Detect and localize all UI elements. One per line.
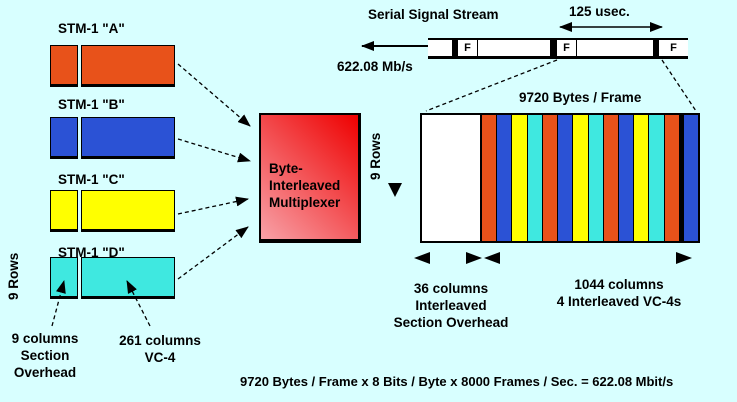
stm1-b-label: STM-1 "B"	[58, 97, 125, 112]
stm1-a-label: STM-1 "A"	[58, 21, 125, 36]
frame-stripe-blue	[558, 115, 573, 241]
arrow-stm-c-to-mux	[177, 196, 249, 215]
stm1-d-payload-box	[81, 257, 175, 299]
bit-rate-label: 622.08 Mb/s	[337, 59, 413, 74]
stm1-d-label: STM-1 "D"	[58, 245, 125, 260]
span-left-arrowhead-overhead	[414, 252, 430, 264]
frame-stripe-orange	[542, 115, 558, 241]
frame-stripe-orange	[603, 115, 618, 241]
stm1-b-payload-box	[81, 117, 175, 159]
bit-rate-formula: 9720 Bytes / Frame x 8 Bits / Byte x 800…	[240, 374, 674, 389]
serial-stream-title: Serial Signal Stream	[368, 7, 499, 22]
section-overhead-annotation: 9 columns Section Overhead	[11, 331, 79, 380]
frame-stripe-cyan	[527, 115, 542, 241]
left-9-rows-label: 9 Rows	[6, 252, 21, 300]
frame-payload-annotation: 1044 columns 4 Interleaved VC-4s	[556, 277, 682, 309]
span-left-arrowhead-payload	[484, 252, 500, 264]
frame-period-label: 125 usec.	[569, 4, 630, 19]
stm1-c-overhead-box	[50, 190, 78, 232]
right-9-rows-label: 9 Rows	[368, 132, 383, 180]
rows-down-arrowhead	[388, 183, 402, 197]
stm4-frame-box	[420, 113, 700, 243]
arrow-stm-d-to-mux	[177, 226, 249, 280]
frame-stripe-yellow	[573, 115, 588, 241]
stm1-b-frame-bar	[50, 117, 175, 162]
vc4-annotation: 261 columns VC-4	[119, 333, 201, 365]
frame-stripe-cyan	[649, 115, 664, 241]
stm1-c-label: STM-1 "C"	[58, 172, 125, 187]
frame-boundary-separator	[679, 115, 683, 241]
stm1-c-frame-bar	[50, 190, 175, 235]
frame-stripe-yellow	[512, 115, 527, 241]
framing-byte-cell: F	[670, 42, 677, 54]
frame-boundary-bar	[550, 40, 557, 56]
serial-stream-band: F F F	[428, 38, 688, 59]
frame-overhead-annotation: 36 columns Interleaved Section Overhead	[393, 281, 509, 330]
connector-frame-right	[661, 59, 697, 112]
stm1-c-payload-box	[81, 190, 175, 232]
stream-payload-segment	[428, 40, 452, 56]
interleaved-columns	[480, 115, 699, 241]
frame-stripe-blue	[497, 115, 512, 241]
frame-stripe-blue	[618, 115, 634, 241]
frame-stripe-orange	[664, 115, 679, 241]
stm1-a-overhead-box	[50, 45, 78, 87]
span-right-arrowhead-payload	[676, 252, 692, 264]
stm1-d-overhead-box	[50, 257, 78, 299]
frame-stripe-yellow	[634, 115, 649, 241]
framing-byte-cell: F	[557, 40, 577, 56]
stream-payload-segment	[478, 40, 550, 56]
stm1-d-frame-bar	[50, 257, 175, 302]
frame-boundary-bar	[653, 40, 659, 56]
stm1-a-frame-bar	[50, 45, 175, 90]
arrow-stm-a-to-mux	[177, 63, 251, 127]
stream-payload-segment	[577, 40, 653, 56]
frame-stripe-cyan	[588, 115, 603, 241]
framing-byte-cell: F	[458, 40, 478, 56]
span-right-arrowhead-overhead	[466, 252, 482, 264]
stm1-a-payload-box	[81, 45, 175, 87]
arrow-stm-b-to-mux	[177, 138, 251, 163]
frame-stripe-blue	[683, 115, 699, 241]
frame-stripe-orange	[482, 115, 497, 241]
byte-interleaved-multiplexer-box: Byte- Interleaved Multiplexer	[259, 113, 361, 243]
stm1-b-overhead-box	[50, 117, 78, 159]
frame-boundary-bar	[452, 40, 458, 56]
frame-size-title: 9720 Bytes / Frame	[519, 90, 642, 105]
